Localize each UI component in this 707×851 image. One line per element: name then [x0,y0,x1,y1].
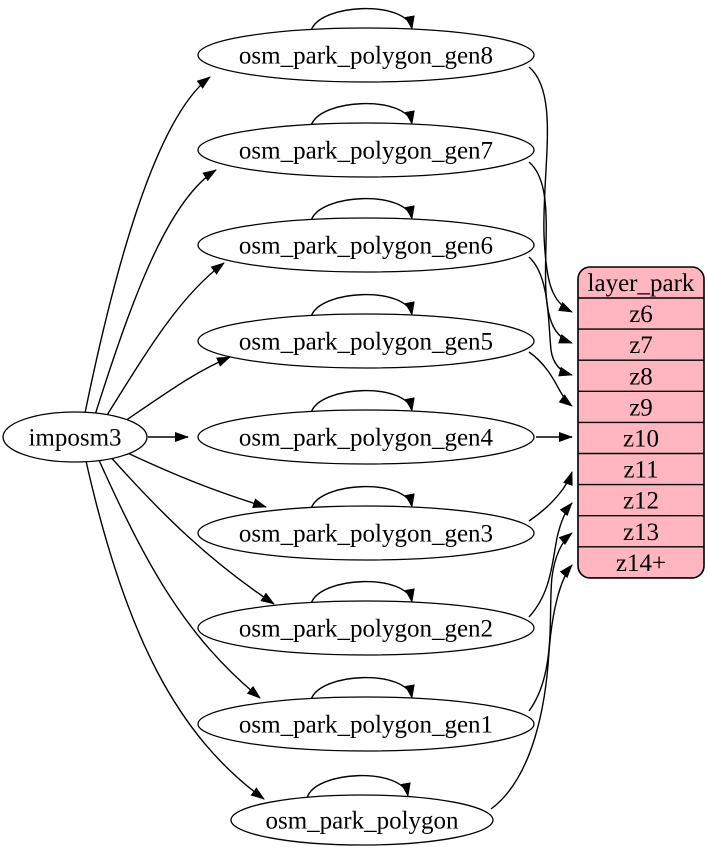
layer-table-row-label-z7: z7 [629,332,653,359]
layer-table-row-label-z6: z6 [629,301,653,328]
edge-imposm3-to-osm_park_polygon_gen5 [118,356,231,426]
node-osm_park_polygon_gen1-label: osm_park_polygon_gen1 [239,712,493,739]
node-osm_park_polygon-label: osm_park_polygon [265,808,459,835]
node-osm_park_polygon_gen6: osm_park_polygon_gen6 [197,217,535,273]
layer-table-row-z10: z10 [578,421,704,452]
node-osm_park_polygon_gen8: osm_park_polygon_gen8 [197,27,535,83]
edge-imposm3-to-osm_park_polygon_gen2 [107,453,275,605]
layer-table-row-z9: z9 [578,390,704,421]
node-osm_park_polygon-ellipse [230,794,494,846]
edge-osm_park_polygon_gen7-to-z7 [528,161,573,344]
node-osm_park_polygon_gen3-label: osm_park_polygon_gen3 [239,521,493,548]
self-loop-osm_park_polygon_gen4 [310,389,415,414]
edge-osm_park_polygon_gen5-to-z9 [528,351,573,407]
layer-table-row-label-z12: z12 [623,488,659,515]
layer-table-row-label-z9: z9 [629,394,653,421]
edge-osm_park_polygon_gen3-to-z11 [528,471,573,522]
edge-imposm3-to-osm_park_polygon_gen3 [118,448,267,508]
node-osm_park_polygon_gen6-label: osm_park_polygon_gen6 [239,233,493,260]
edge-imposm3-to-osm_park_polygon [85,460,265,800]
node-osm_park_polygon_gen7: osm_park_polygon_gen7 [197,122,535,178]
layer-table-row-z11: z11 [578,452,704,484]
layer-table-row-label-z14+: z14+ [616,550,666,577]
node-osm_park_polygon_gen5: osm_park_polygon_gen5 [197,313,535,369]
node-imposm3: imposm3 [2,411,148,463]
node-osm_park_polygon_gen3-ellipse [197,505,535,561]
node-osm_park_polygon_gen7-ellipse [197,122,535,178]
layer-table-row-z8: z8 [578,359,704,390]
node-osm_park_polygon_gen6-ellipse [197,217,535,273]
edge-imposm3-to-osm_park_polygon_gen1 [97,457,261,699]
node-osm_park_polygon_gen4-ellipse [197,409,535,465]
node-osm_park_polygon_gen4-label: osm_park_polygon_gen4 [239,425,494,452]
layer-table-row-z6: z6 [578,297,704,328]
self-loop-osm_park_polygon [306,774,411,799]
edge-osm_park_polygon-to-z14+ [490,564,573,810]
self-loop-osm_park_polygon_gen3 [310,485,415,510]
edge-imposm3-to-osm_park_polygon_gen8 [84,76,211,414]
node-osm_park_polygon_gen4: osm_park_polygon_gen4 [197,409,535,465]
node-osm_park_polygon_gen7-label: osm_park_polygon_gen7 [239,138,493,165]
layer-table-row-label-z10: z10 [623,425,659,452]
edge-osm_park_polygon_gen8-to-z6 [528,66,573,313]
self-loop-osm_park_polygon_gen2 [310,580,415,605]
node-osm_park_polygon_gen2-ellipse [197,600,535,656]
node-osm_park_polygon_gen2: osm_park_polygon_gen2 [197,600,535,656]
layer-table-row-label-z8: z8 [629,363,653,390]
layer-table-row-z7: z7 [578,328,704,359]
layer-table-row-z12: z12 [578,483,704,515]
self-loop-osm_park_polygon_gen7 [310,102,415,127]
self-loop-osm_park_polygon_gen5 [310,293,415,318]
self-loop-osm_park_polygon_gen1 [310,676,415,701]
edge-osm_park_polygon_gen2-to-z12 [528,502,573,618]
node-osm_park_polygon: osm_park_polygon [230,794,494,846]
layer-park-table: layer_park z6 z7 z8 z9 z10 z11 z12 z13 z14+ [577,266,705,579]
node-imposm3-ellipse [2,411,148,463]
self-loop-osm_park_polygon_gen8 [310,7,415,32]
layer-table-row-label-z13: z13 [623,519,659,546]
node-osm_park_polygon_gen8-ellipse [197,27,535,83]
node-osm_park_polygon_gen5-ellipse [197,313,535,369]
node-osm_park_polygon_gen3: osm_park_polygon_gen3 [197,505,535,561]
layer-table-header: layer_park [588,270,695,297]
self-loop-osm_park_polygon_gen6 [310,197,415,222]
node-osm_park_polygon_gen2-label: osm_park_polygon_gen2 [239,616,493,643]
node-osm_park_polygon_gen1-ellipse [197,696,535,752]
layer-table-title: layer_park [588,270,695,297]
layer-table-row-z13: z13 [578,515,704,546]
node-osm_park_polygon_gen5-label: osm_park_polygon_gen5 [239,329,493,356]
layer-table-row-z14+: z14+ [578,546,704,577]
layer-table-row-label-z11: z11 [623,457,658,484]
edge-osm_park_polygon_gen6-to-z8 [528,256,573,377]
node-osm_park_polygon_gen8-label: osm_park_polygon_gen8 [239,43,493,70]
edge-imposm3-to-osm_park_polygon_gen6 [103,262,225,421]
node-imposm3-label: imposm3 [28,425,121,452]
node-osm_park_polygon_gen1: osm_park_polygon_gen1 [197,696,535,752]
edge-osm_park_polygon_gen1-to-z13 [528,532,573,712]
edge-imposm3-to-osm_park_polygon_gen7 [94,169,217,416]
